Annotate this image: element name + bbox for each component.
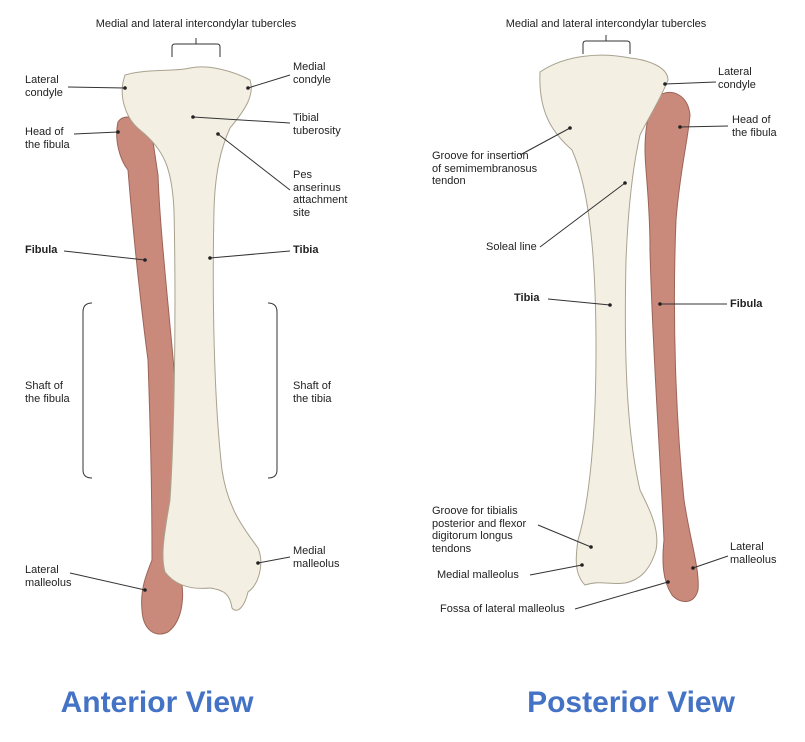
anterior-fibula	[116, 116, 184, 635]
label-intercondylar-tubercles-posterior: Medial and lateral intercondylar tubercl…	[505, 18, 707, 30]
label-tibialis-groove: Groove for tibialis posterior and flexor…	[432, 505, 527, 555]
label-medial-malleolus-posterior: Medial malleolus	[437, 569, 519, 581]
label-pes-anserinus: Pes anserinus attachment site	[293, 169, 348, 219]
label-tibial-tuberosity: Tibial tuberosity	[293, 112, 341, 137]
label-medial-condyle-anterior: Medial condyle	[293, 61, 331, 86]
anterior-tibia	[121, 66, 262, 611]
label-lateral-malleolus-posterior: Lateral malleolus	[730, 541, 777, 566]
anterior-view-title: Anterior View	[60, 686, 254, 719]
posterior-fibula	[644, 91, 699, 602]
leader-dots	[116, 82, 695, 592]
label-head-fibula-posterior: Head of the fibula	[732, 114, 777, 139]
label-soleal-line: Soleal line	[486, 241, 537, 253]
posterior-tibia	[539, 54, 669, 586]
label-lateral-condyle-anterior: Lateral condyle	[25, 74, 63, 99]
leader-lines	[63, 35, 729, 610]
label-intercondylar-tubercles-anterior: Medial and lateral intercondylar tubercl…	[95, 18, 297, 30]
label-semimembranosus-groove: Groove for insertion of semimembranosus …	[432, 150, 538, 187]
label-fossa-lateral-malleolus: Fossa of lateral malleolus	[440, 603, 565, 615]
label-tibia-anterior: Tibia	[293, 244, 319, 256]
label-fibula-posterior: Fibula	[730, 298, 763, 310]
label-fibula-anterior: Fibula	[25, 244, 58, 256]
label-shaft-tibia: Shaft of the tibia	[293, 380, 332, 405]
label-tibia-posterior: Tibia	[514, 292, 540, 304]
label-lateral-condyle-posterior: Lateral condyle	[718, 66, 756, 91]
label-head-fibula-anterior: Head of the fibula	[25, 126, 70, 151]
posterior-view-title: Posterior View	[527, 686, 735, 719]
label-medial-malleolus-anterior: Medial malleolus	[293, 545, 340, 570]
label-lateral-malleolus-anterior: Lateral malleolus	[25, 564, 72, 589]
label-shaft-fibula: Shaft of the fibula	[25, 380, 70, 405]
